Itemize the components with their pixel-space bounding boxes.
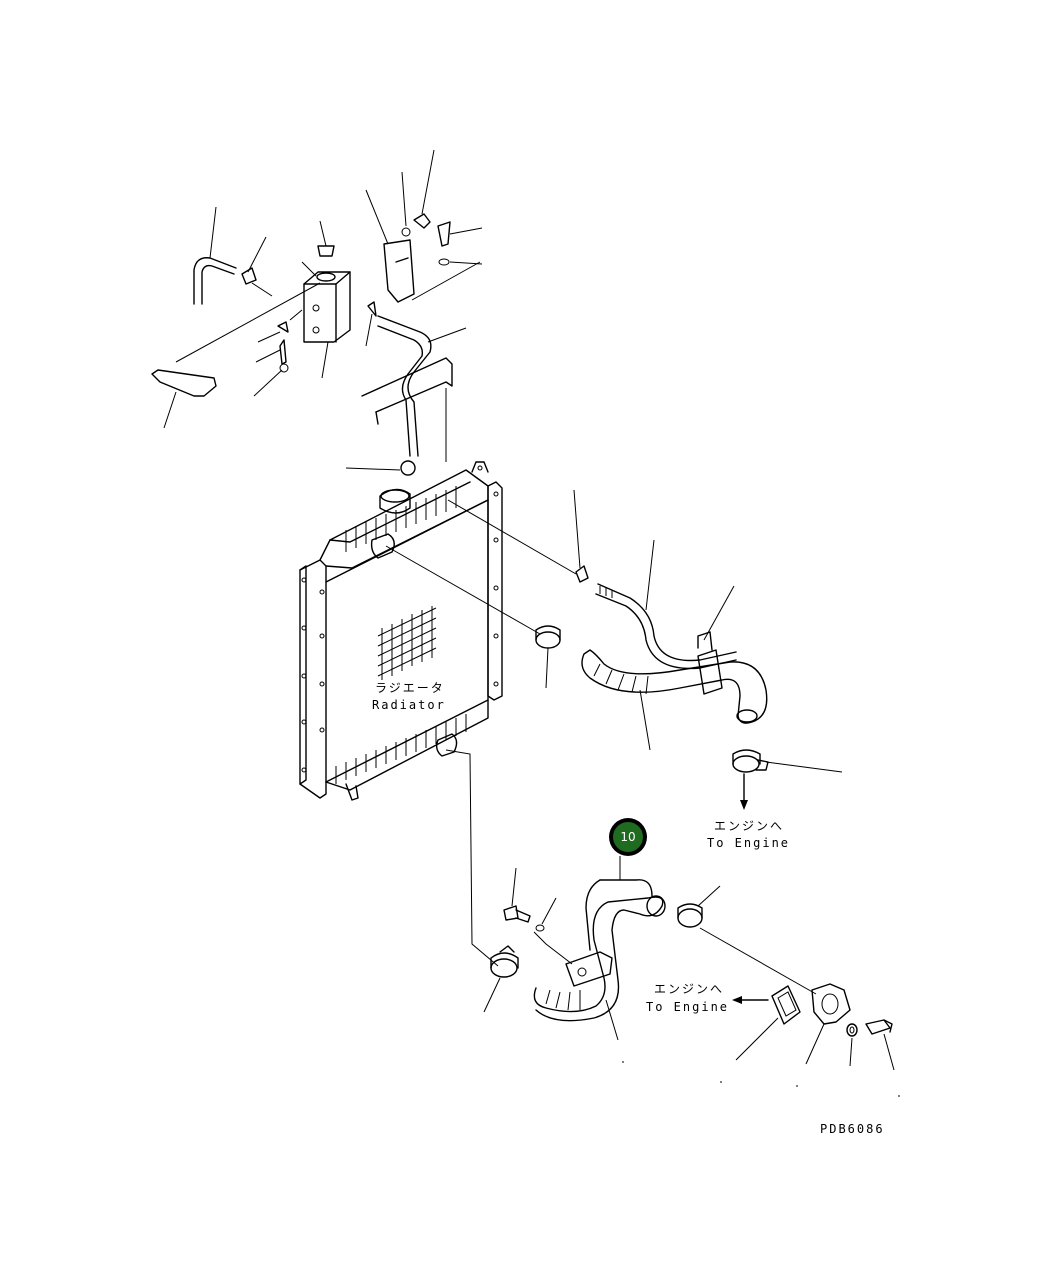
reserve-tank-assembly (151, 213, 453, 476)
radiator-label-jp: ラジエータ (375, 681, 445, 695)
to-engine-label-bottom-en: To Engine (646, 1000, 729, 1014)
leader-lines-right (545, 489, 843, 773)
upper-hose-assembly: エンジンへ To Engine (385, 499, 790, 850)
callout-badge-fill (613, 822, 643, 852)
radiator-label-en: Radiator (372, 698, 446, 712)
to-engine-label-top-jp: エンジンへ (714, 819, 784, 833)
leader-lines-bottom (483, 856, 900, 1097)
leader-lines-top (163, 149, 483, 471)
to-engine-label-top-en: To Engine (707, 836, 790, 850)
callout-badge-number: 10 (620, 830, 635, 844)
radiator: ラジエータ Radiator (299, 461, 503, 801)
to-engine-label-bottom-jp: エンジンへ (654, 982, 724, 996)
drawing-code: PDB6086 (820, 1122, 885, 1136)
lower-hose-assembly: エンジンへ To Engine (445, 749, 893, 1037)
callout-badge-10[interactable]: 10 (609, 818, 647, 856)
